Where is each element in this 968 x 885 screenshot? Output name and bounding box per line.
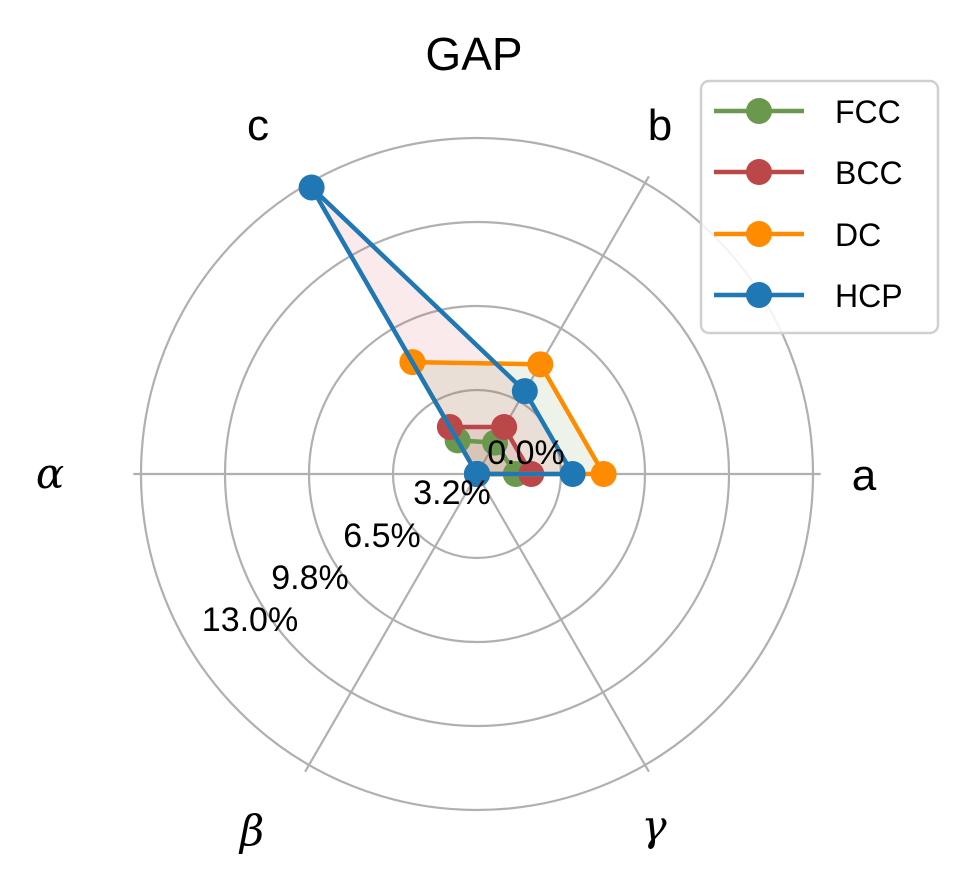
legend-item-dc: DC bbox=[714, 217, 881, 253]
radial-tick-labels: 0.0% 3.2% 6.5% 9.8% 13.0% bbox=[202, 434, 565, 639]
tick-label-1: 3.2% bbox=[413, 474, 491, 512]
grid-spoke bbox=[304, 473, 478, 773]
data-point-marker bbox=[590, 461, 617, 487]
axis-label-beta: β bbox=[238, 806, 264, 855]
legend-marker-icon bbox=[746, 159, 772, 185]
tick-label-4: 13.0% bbox=[202, 601, 298, 639]
tick-label-2: 6.5% bbox=[343, 517, 421, 555]
legend-item-hcp: HCP bbox=[714, 278, 903, 314]
data-point-marker bbox=[559, 461, 586, 487]
axis-labels: a b c α β γ bbox=[36, 101, 877, 855]
legend-marker-icon bbox=[746, 282, 772, 308]
data-point-marker bbox=[527, 351, 554, 378]
axis-label-alpha: α bbox=[36, 449, 64, 498]
data-point-marker bbox=[491, 413, 518, 440]
series-lines bbox=[298, 174, 617, 487]
legend-item-fcc: FCC bbox=[714, 94, 901, 130]
axis-label-a: a bbox=[852, 451, 877, 500]
legend-label-dc: DC bbox=[835, 217, 881, 253]
data-point-marker bbox=[298, 174, 325, 201]
grid-spoke bbox=[476, 473, 650, 773]
chart-title: GAP bbox=[425, 28, 522, 80]
tick-label-3: 9.8% bbox=[271, 559, 349, 597]
legend-label-bcc: BCC bbox=[835, 155, 903, 191]
axis-label-b: b bbox=[648, 101, 672, 150]
series-fill-hcp bbox=[311, 187, 573, 474]
axis-label-c: c bbox=[247, 101, 269, 150]
tick-label-0: 0.0% bbox=[487, 434, 565, 472]
legend: FCC BCC DC HCP bbox=[699, 79, 940, 335]
series-hcp bbox=[298, 174, 586, 487]
legend-marker-icon bbox=[746, 221, 772, 247]
legend-label-fcc: FCC bbox=[835, 94, 901, 130]
axis-label-gamma: γ bbox=[641, 801, 667, 850]
legend-item-bcc: BCC bbox=[714, 155, 903, 191]
legend-frame bbox=[699, 79, 940, 335]
legend-marker-icon bbox=[746, 98, 772, 124]
data-point-marker bbox=[511, 378, 538, 405]
data-point-marker bbox=[464, 461, 490, 487]
legend-label-hcp: HCP bbox=[835, 278, 903, 314]
